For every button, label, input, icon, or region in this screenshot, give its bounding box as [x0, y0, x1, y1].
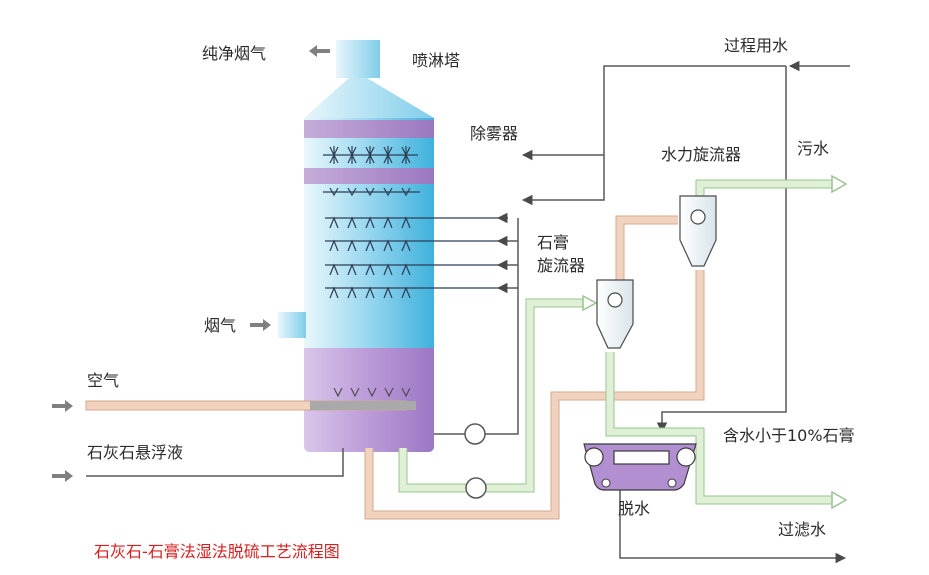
diagram-caption: 石灰石-石膏法湿法脱硫工艺流程图: [94, 542, 340, 561]
limestone-feed-line: [86, 448, 344, 477]
cyclone-inlet-arrow: [582, 294, 598, 312]
label-dewatering: 脱水: [618, 499, 650, 518]
label-limestone-slurry: 石灰石悬浮液: [87, 443, 183, 462]
label-gypsum-content: 含水小于10%石膏: [723, 426, 855, 445]
label-demister: 除雾器: [470, 124, 518, 143]
label-process-water: 过程用水: [724, 36, 788, 55]
spray-header-4: [325, 286, 508, 299]
spray-header-3: [325, 263, 508, 276]
gypsum-slurry-pipe: [364, 215, 705, 520]
green-pipes: [398, 179, 835, 505]
label-flue-gas: 烟气: [204, 316, 236, 335]
demister-nozzles: [323, 146, 420, 197]
gypsum-cyclone: [596, 279, 634, 349]
label-air: 空气: [87, 371, 119, 390]
demister-band-upper: [304, 120, 434, 138]
spray-header-1: [325, 216, 508, 229]
process-lines: [86, 60, 850, 564]
dewatering-unit: [583, 443, 697, 491]
label-gypsum: 石膏: [537, 233, 569, 252]
label-clean-flue-gas: 纯净烟气: [202, 44, 266, 63]
label-filtrate: 过滤水: [778, 520, 826, 539]
tower-chimney: [336, 40, 380, 78]
tower-sump: [304, 348, 434, 452]
slurry-pump: [465, 477, 487, 499]
spray-tower: [278, 40, 434, 452]
recirculation-riser: [485, 218, 519, 435]
process-water-branch: [521, 65, 786, 206]
air-arrow: [52, 400, 73, 412]
spray-header-2: [325, 239, 508, 252]
block-arrows: [52, 45, 330, 482]
label-spray-tower: 喷淋塔: [412, 51, 460, 70]
clean-gas-arrow: [309, 45, 330, 57]
hydrocyclone: [679, 195, 717, 267]
demister-band-lower: [304, 168, 434, 184]
tower-cone: [304, 78, 434, 118]
flue-gas-arrow: [250, 319, 271, 331]
filtrate-arrow: [831, 490, 848, 510]
limestone-arrow: [52, 470, 73, 482]
spray-headers: [325, 216, 508, 299]
sump-aeration: [333, 387, 411, 398]
label-wastewater: 污水: [797, 139, 829, 158]
dewater-outlet: [619, 488, 847, 564]
recirculation-pump: [464, 423, 486, 445]
wastewater-arrow: [831, 174, 848, 194]
label-cyclone: 旋流器: [537, 256, 585, 275]
process-water-main: [656, 66, 787, 434]
air-pipe: [85, 400, 416, 411]
flue-gas-inlet: [278, 312, 306, 338]
label-hydrocyclone: 水力旋流器: [661, 145, 741, 164]
